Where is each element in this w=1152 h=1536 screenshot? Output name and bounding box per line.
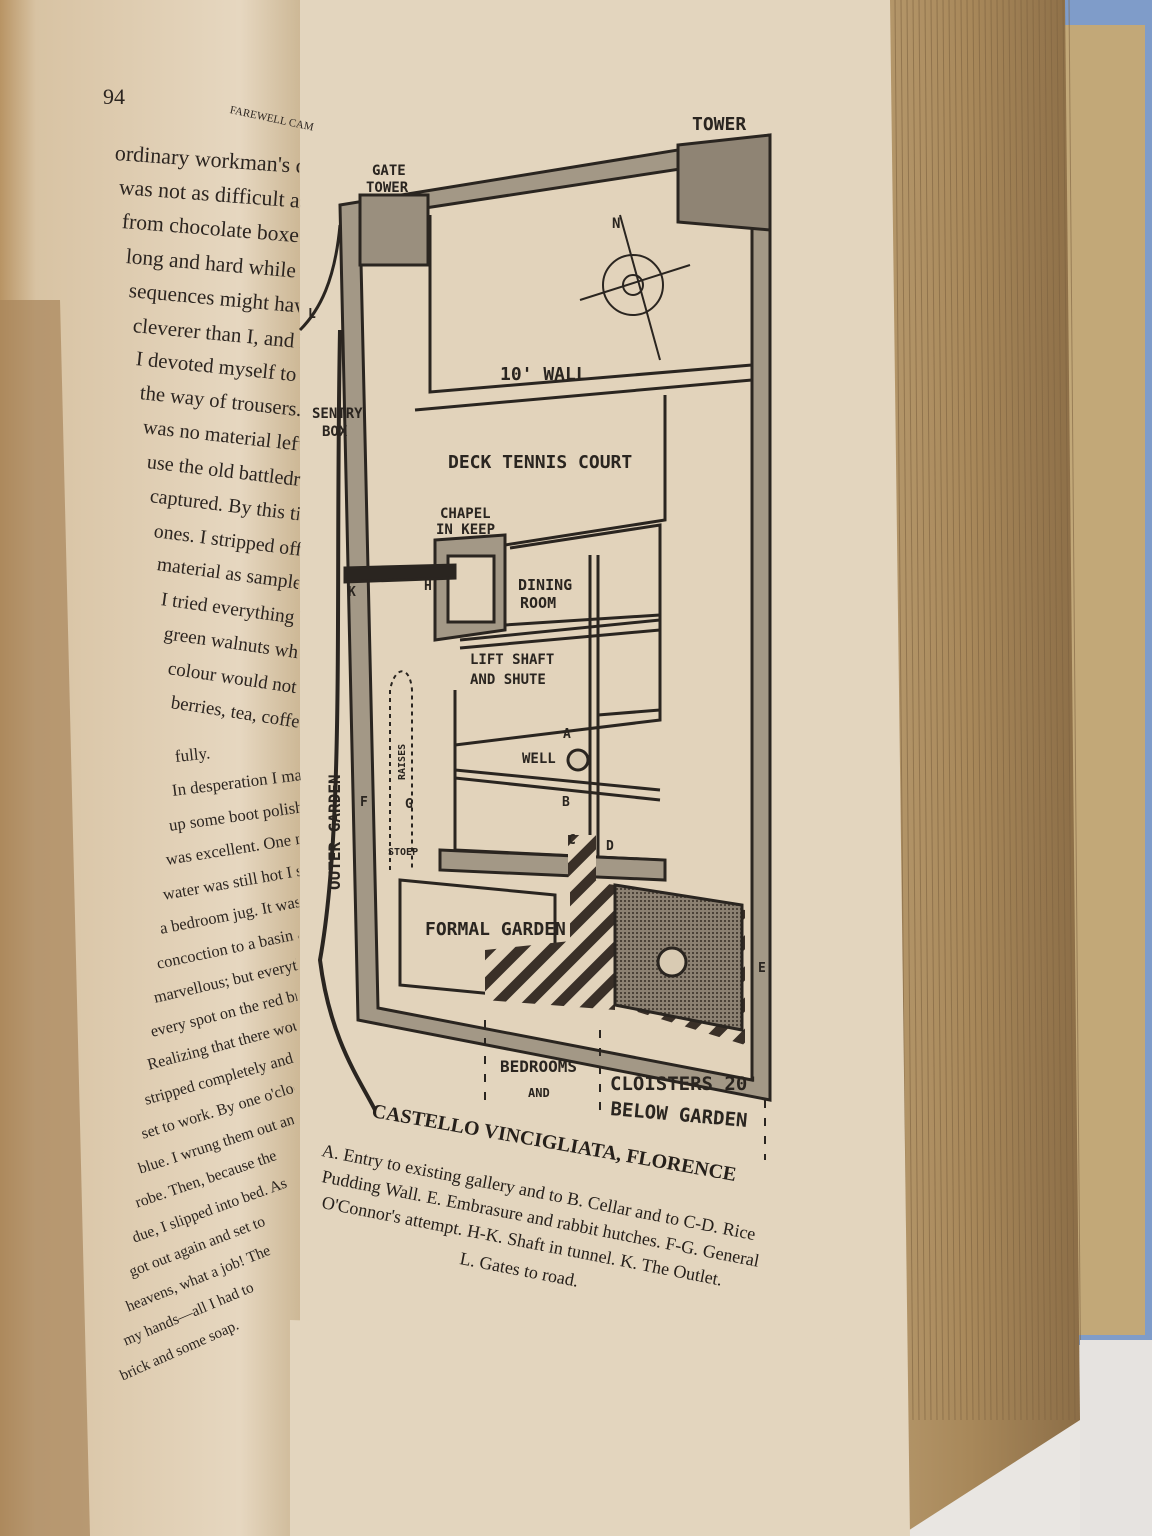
- label-and-shute: AND SHUTE: [470, 672, 546, 688]
- page-edge-line: [972, 0, 986, 1421]
- tower: [676, 133, 772, 232]
- label-tower: TOWER: [692, 114, 746, 135]
- label-c: C: [568, 833, 576, 848]
- page-edge-line: [1026, 0, 1040, 1421]
- page-edge-line: [1020, 0, 1034, 1421]
- label-room: ROOM: [520, 594, 556, 612]
- page-edge-line: [1002, 0, 1016, 1421]
- label-outer-garden: OUTER GARDEN: [325, 774, 344, 890]
- label-gate-tower: TOWER: [366, 180, 409, 196]
- page-edge-line: [960, 0, 974, 1421]
- page-edge-line: [1056, 0, 1070, 1421]
- page-edge-line: [948, 0, 962, 1421]
- text-line: fully.: [173, 742, 211, 766]
- label-e: E: [758, 961, 766, 976]
- label-bedrooms: BEDROOMS: [500, 1057, 577, 1076]
- label-10-wall: 10' WALL: [500, 364, 587, 385]
- label-sentry-box: BOX: [322, 424, 348, 440]
- page-edge-line: [1008, 0, 1022, 1421]
- castle-plan: [298, 133, 772, 1160]
- page-edge-line: [1032, 0, 1046, 1421]
- gate-tower: [358, 193, 430, 267]
- well-icon: [566, 748, 590, 772]
- label-deck-tennis-court: DECK TENNIS COURT: [448, 452, 632, 473]
- page-edge-line: [984, 0, 998, 1421]
- page-edge-line: [996, 0, 1010, 1421]
- label-chapel: CHAPEL: [440, 506, 491, 522]
- label-and: AND: [528, 1086, 550, 1100]
- page-edge-line: [1038, 0, 1052, 1421]
- tunnel: [343, 563, 457, 584]
- label-d: D: [606, 839, 614, 854]
- page-edge-line: [930, 0, 944, 1421]
- compass-icon: [579, 214, 691, 361]
- page-number: 94: [103, 84, 125, 109]
- page-edge-line: [990, 0, 1004, 1421]
- label-l: L: [308, 307, 316, 322]
- label-g: G: [405, 797, 413, 812]
- page-edge-line: [1044, 0, 1058, 1421]
- page-edge-line: [1014, 0, 1028, 1421]
- label-cloisters: CLOISTERS 20': [610, 1073, 759, 1095]
- label-dining: DINING: [518, 576, 572, 594]
- label-raises: RAISES: [397, 744, 408, 780]
- page-edge-line: [966, 0, 980, 1421]
- page-edge-line: [906, 0, 920, 1421]
- page-edge-line: [900, 0, 914, 1421]
- page-edge-line: [912, 0, 926, 1421]
- page-edge-line: [954, 0, 968, 1421]
- page-edge-line: [936, 0, 950, 1421]
- label-k: K: [348, 585, 356, 600]
- label-gate: GATE: [372, 163, 406, 179]
- page-edge-line: [918, 0, 932, 1421]
- page-edge-line: [1050, 0, 1064, 1421]
- label-f: F: [360, 795, 368, 810]
- label-a: A: [563, 727, 571, 742]
- label-b: B: [562, 795, 570, 810]
- page-edge-line: [924, 0, 938, 1421]
- label-north: N: [612, 216, 620, 232]
- label-formal-garden: FORMAL GARDEN: [425, 919, 566, 940]
- page-edge-line: [1068, 0, 1082, 1421]
- label-h: H: [424, 579, 432, 594]
- label-stoep: STOEP: [388, 847, 418, 858]
- page-edge-line: [1062, 0, 1076, 1421]
- label-well: WELL: [522, 751, 556, 767]
- page-edge-line: [942, 0, 956, 1421]
- label-in-keep: IN KEEP: [436, 522, 495, 538]
- label-lift-shaft: LIFT SHAFT: [470, 652, 554, 668]
- left-page-edges: [0, 300, 90, 1536]
- label-sentry: SENTRY: [312, 406, 363, 422]
- page-edge-line: [978, 0, 992, 1421]
